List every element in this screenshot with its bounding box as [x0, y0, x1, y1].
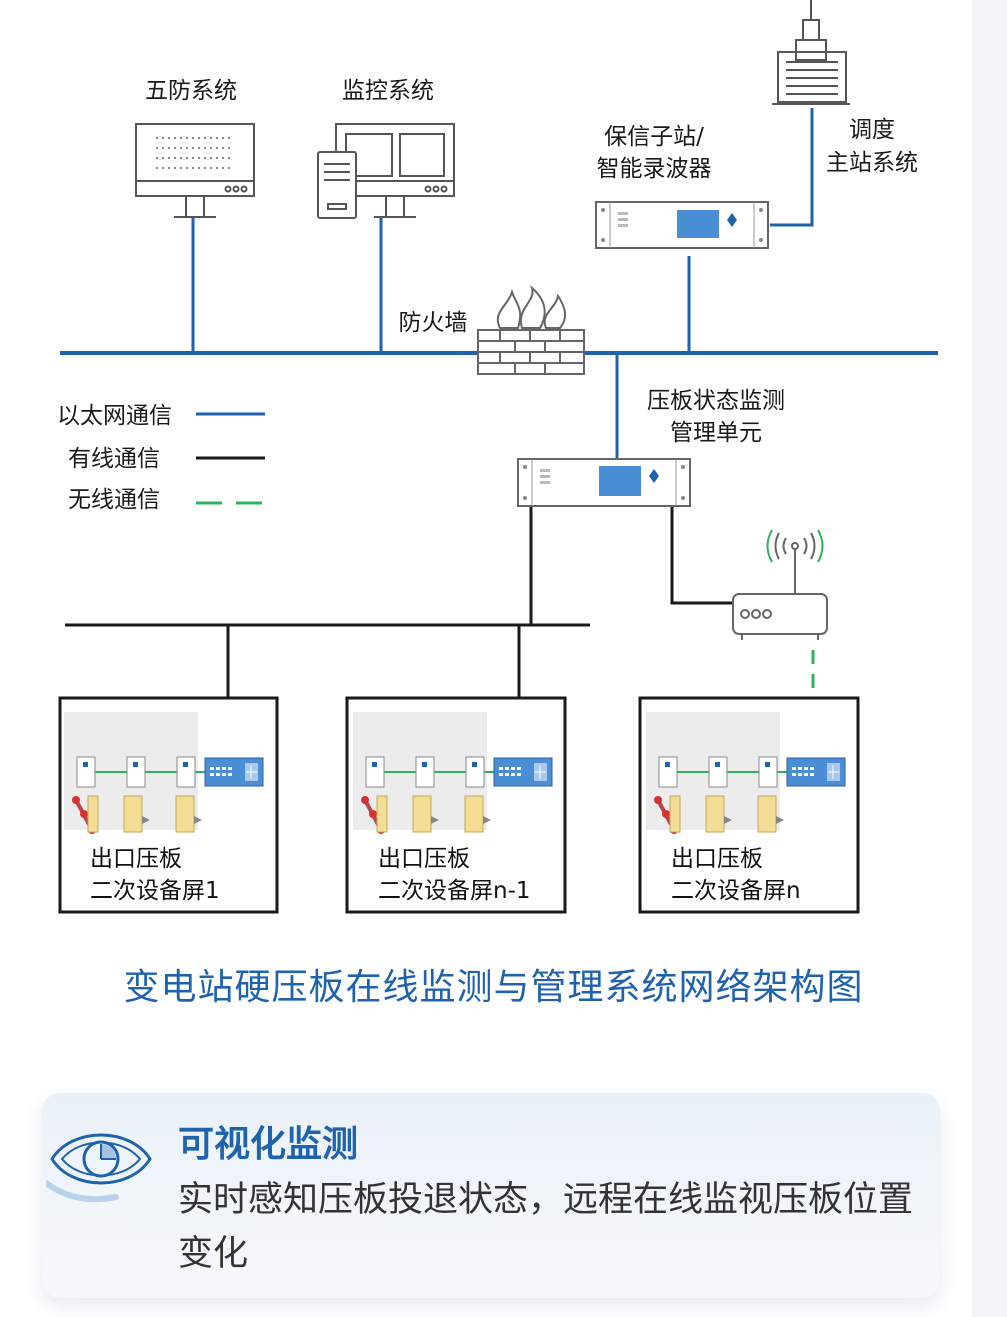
panel-1-line1: 出口压板 [90, 846, 182, 872]
panel-2-line2: 二次设备屏n-1 [378, 878, 531, 904]
panel-1: 出口压板 二次设备屏1 [58, 696, 279, 914]
diaodu-link [770, 108, 814, 227]
legend-label-wireless: 无线通信 [68, 487, 160, 513]
diagram-caption: 变电站硬压板在线监测与管理系统网络架构图 [123, 967, 864, 1008]
legend-label-wired: 有线通信 [68, 446, 160, 472]
panel-3-line1: 出口压板 [671, 846, 763, 872]
baoxin-label-line1: 保信子站/ [604, 124, 704, 150]
baoxin-device-icon [595, 201, 769, 249]
firewall-label: 防火墙 [399, 310, 468, 336]
jiankong-monitor-icon [317, 123, 455, 219]
panel-1-line2: 二次设备屏1 [90, 878, 220, 904]
panel-2: 出口压板 二次设备屏n-1 [345, 696, 567, 914]
building-icon [772, 0, 850, 105]
wufang-label: 五防系统 [145, 78, 237, 104]
firewall-icon [477, 285, 585, 375]
panel-2-line1: 出口压板 [378, 846, 470, 872]
wireless-router-icon [732, 529, 828, 640]
feature-description: 实时感知压板投退状态，远程在线监视压板位置变化 [178, 1180, 914, 1274]
baoxin-label-line2: 智能录波器 [597, 156, 712, 182]
router-wired-link [670, 507, 733, 605]
page: 五防系统 监控系统 调度 主站系统 保信子站/ 智能录波器 [0, 0, 972, 1317]
wufang-screen-grid [156, 137, 234, 169]
jiankong-label: 监控系统 [342, 78, 434, 104]
panel-3: 出口压板 二次设备屏n [638, 696, 860, 914]
mgmt-unit-device-icon [517, 458, 691, 507]
mgmt-label-line2: 管理单元 [670, 420, 762, 446]
feature-card: 可视化监测 实时感知压板投退状态，远程在线监视压板位置变化 [42, 1093, 940, 1298]
panel-3-line2: 二次设备屏n [671, 878, 801, 904]
wufang-monitor-icon [135, 123, 255, 218]
eye-icon [46, 1133, 152, 1203]
mgmt-label-line1: 压板状态监测 [647, 388, 785, 414]
network-architecture-diagram: 五防系统 监控系统 调度 主站系统 保信子站/ 智能录波器 [57, 0, 938, 914]
diaodu-label-line1: 调度 [849, 117, 895, 143]
legend-label-ethernet: 以太网通信 [57, 403, 172, 429]
feature-title: 可视化监测 [178, 1124, 359, 1165]
diaodu-label-line2: 主站系统 [826, 150, 918, 176]
